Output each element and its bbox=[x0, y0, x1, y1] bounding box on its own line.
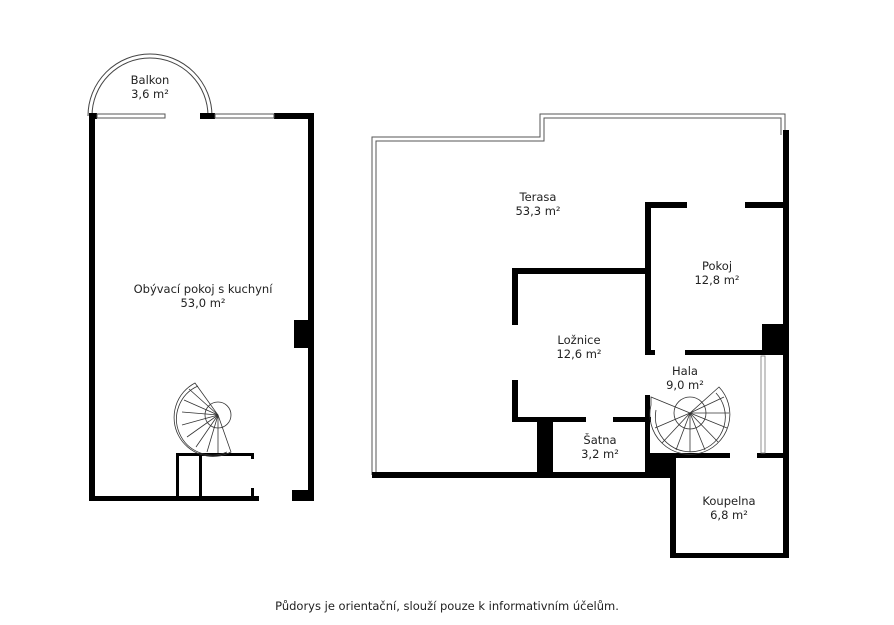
terrace-outline bbox=[371, 113, 786, 475]
left-unit bbox=[87, 53, 314, 501]
spiral-stair bbox=[649, 386, 731, 455]
room-name: Šatna bbox=[583, 433, 617, 447]
room-area: 6,8 m² bbox=[710, 508, 748, 522]
window bbox=[760, 355, 766, 454]
room-name: Ložnice bbox=[557, 333, 601, 347]
room-area: 12,8 m² bbox=[694, 273, 740, 287]
room-area: 9,0 m² bbox=[666, 378, 704, 392]
room-name: Pokoj bbox=[701, 259, 733, 273]
room-area: 3,2 m² bbox=[581, 447, 619, 461]
room-name: Obývací pokoj s kuchyní bbox=[133, 282, 273, 296]
disclaimer: Půdorys je orientační, slouží pouze k in… bbox=[275, 599, 619, 613]
spiral-stair bbox=[173, 382, 232, 457]
room-area: 53,3 m² bbox=[515, 204, 561, 218]
right-unit bbox=[371, 113, 789, 558]
room-area: 53,0 m² bbox=[180, 296, 226, 310]
room-area: 12,6 m² bbox=[556, 347, 602, 361]
room-name: Terasa bbox=[519, 190, 557, 204]
window bbox=[214, 113, 275, 119]
room-name: Balkon bbox=[130, 73, 170, 87]
room-area: 3,6 m² bbox=[131, 87, 169, 101]
window bbox=[96, 113, 166, 119]
room-name: Koupelna bbox=[702, 494, 756, 508]
balcony-outline bbox=[87, 53, 213, 117]
room-name: Hala bbox=[672, 364, 698, 378]
